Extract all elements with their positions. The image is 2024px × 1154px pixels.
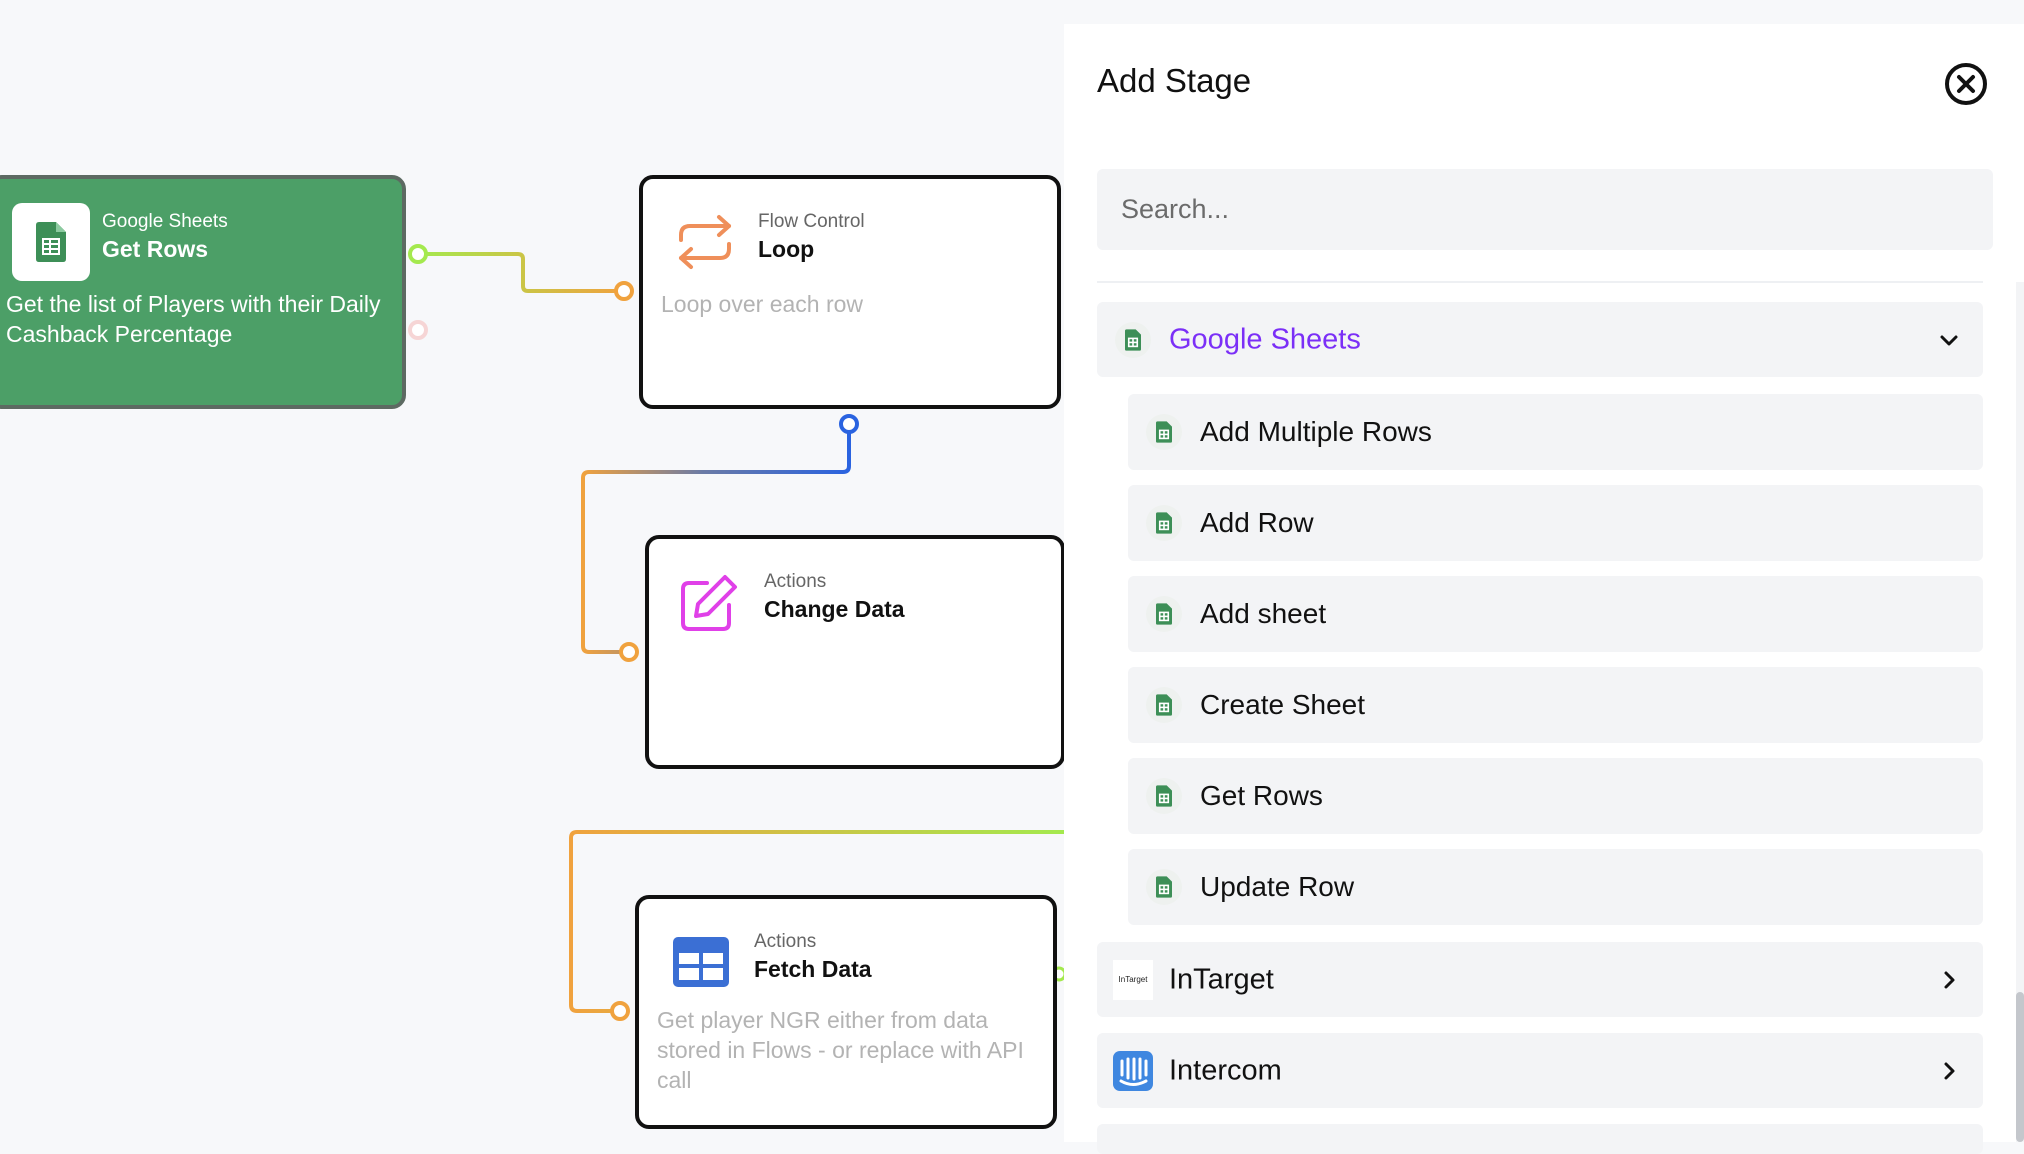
google-sheets-icon [1146, 869, 1182, 905]
category-label: Google Sheets [1169, 323, 1361, 355]
action-add-row[interactable]: Add Row [1128, 485, 1983, 561]
node-category: Google Sheets [102, 211, 228, 232]
node-actions-fetch-data[interactable]: Actions Fetch Data Get player NGR either… [635, 895, 1057, 1129]
search-input[interactable] [1097, 169, 1993, 250]
action-add-sheet[interactable]: Add sheet [1128, 576, 1983, 652]
chevron-down-icon [1937, 328, 1961, 357]
port-in-fetchdata [610, 1001, 630, 1021]
action-label: Add sheet [1200, 598, 1327, 629]
chevron-right-icon [1937, 1059, 1961, 1088]
google-sheets-icon [12, 203, 90, 281]
port-out-error [408, 320, 428, 340]
node-flow-control-loop[interactable]: Flow Control Loop Loop over each row [639, 175, 1061, 409]
node-title: Get Rows [102, 236, 209, 262]
action-create-sheet[interactable]: Create Sheet [1128, 667, 1983, 743]
flow-canvas[interactable]: Google Sheets Get Rows Get the list of P… [0, 0, 1064, 1142]
google-sheets-icon [1115, 321, 1151, 358]
table-icon [673, 937, 729, 992]
google-sheets-icon [1146, 414, 1182, 450]
node-title: Change Data [764, 596, 905, 622]
port-in-loop [614, 281, 634, 301]
category-intarget[interactable]: InTarget InTarget [1097, 942, 1983, 1017]
category-label: InTarget [1169, 963, 1274, 995]
action-label: Create Sheet [1200, 689, 1365, 720]
node-google-sheets-get-rows[interactable]: Google Sheets Get Rows Get the list of P… [0, 175, 406, 409]
wire-getrows-loop [418, 252, 624, 293]
wire-loop-changedata [581, 424, 851, 654]
divider [1097, 281, 1983, 283]
close-icon[interactable] [1944, 62, 1988, 106]
node-description: Loop over each row [661, 291, 864, 317]
action-label: Get Rows [1200, 780, 1323, 811]
node-description: Get player NGR either from data stored i… [657, 1007, 1024, 1093]
intarget-logo: InTarget [1113, 959, 1153, 1000]
google-sheets-icon [1146, 778, 1182, 814]
google-sheets-icon [1146, 687, 1182, 723]
port-out-success [408, 244, 428, 264]
node-category: Flow Control [758, 211, 865, 232]
node-category: Actions [754, 931, 817, 952]
port-in-changedata [619, 642, 639, 662]
node-title: Fetch Data [754, 956, 872, 982]
panel-title: Add Stage [1097, 62, 1252, 99]
port-out-loop [839, 414, 859, 434]
action-label: Update Row [1200, 871, 1355, 902]
action-update-row[interactable]: Update Row [1128, 849, 1983, 925]
edit-pencil-icon [679, 573, 739, 638]
node-description: Get the list of Players with their Daily… [6, 291, 381, 347]
node-actions-change-data[interactable]: Actions Change Data [645, 535, 1064, 769]
chevron-right-icon [1937, 968, 1961, 997]
google-sheets-icon [1146, 596, 1182, 632]
loop-arrows-icon [675, 213, 735, 276]
action-label: Add Multiple Rows [1200, 416, 1432, 447]
node-category: Actions [764, 571, 827, 592]
category-label: Intercom [1169, 1054, 1282, 1086]
action-get-rows[interactable]: Get Rows [1128, 758, 1983, 834]
category-google-sheets[interactable]: Google Sheets [1097, 302, 1983, 377]
category-intercom[interactable]: Intercom [1097, 1033, 1983, 1108]
scrollbar-thumb[interactable] [2016, 992, 2024, 1142]
google-sheets-icon [1146, 505, 1182, 541]
add-stage-panel: Add Stage Google Sheets Add Multiple Row… [1064, 24, 2024, 1154]
category-next[interactable] [1097, 1124, 1983, 1154]
node-title: Loop [758, 236, 815, 262]
action-label: Add Row [1200, 507, 1314, 538]
wire-to-fetchdata [569, 830, 1064, 1013]
action-add-multiple-rows[interactable]: Add Multiple Rows [1128, 394, 1983, 470]
scrollbar-track[interactable] [2016, 282, 2024, 1142]
intercom-logo [1113, 1050, 1153, 1096]
